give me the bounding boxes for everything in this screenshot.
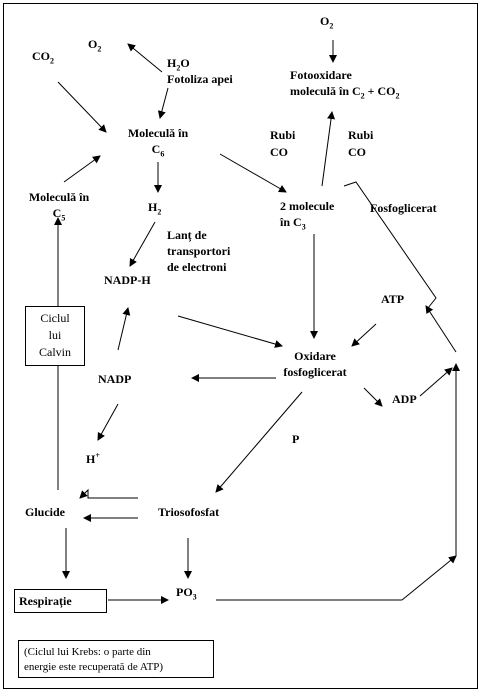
label-h2: H2 [148, 200, 162, 217]
arrow-nadp-to-nadph [117, 307, 131, 351]
label-fotooxidare-2: moleculă în C2 + CO2 [290, 84, 400, 101]
label-glucide: Glucide [25, 505, 66, 519]
label-respiratie: Respirație [19, 594, 72, 608]
label-oxidare-1: Oxidare [294, 349, 336, 363]
arrow-adp-to-loop [419, 367, 453, 397]
label-rubi1-1: Rubi [270, 128, 296, 142]
label-o2-top: O2 [320, 14, 334, 31]
arrow-oxidare-to-triosofosfat [215, 391, 303, 493]
ciclul-calvin-2: lui [48, 328, 62, 342]
arrow-fotoliza-to-c6 [157, 87, 169, 119]
arrow-oxidare-to-adp [363, 387, 383, 407]
label-molecula-c5-1: Moleculă în [28, 190, 90, 204]
arrow-loop-to-atp [425, 305, 457, 353]
label-rubi2-1: Rubi [348, 128, 374, 142]
arrow-h2-to-nadph [129, 221, 156, 267]
arrow-co2-to-c6 [57, 81, 107, 133]
diagram-frame [3, 3, 478, 689]
label-triosofosfat: Triosofosfat [158, 505, 220, 519]
ciclul-calvin-3: Calvin [39, 345, 71, 359]
krebs-note-1: (Ciclul lui Krebs: o parte din [24, 646, 151, 658]
ciclul-calvin-1: Ciclul [40, 311, 70, 325]
arrow-loop-up-1 [401, 555, 457, 601]
label-h-plus: H+ [86, 451, 100, 466]
label-rubi1-2: CO [270, 145, 288, 159]
label-doua-molecule-2: în C3 [280, 215, 306, 232]
label-adp: ADP [392, 392, 417, 406]
krebs-note-2: energie este recuperată de ATP) [24, 661, 164, 673]
label-p: P [292, 432, 300, 446]
label-atp: ATP [381, 292, 405, 306]
label-fosfoglicerat: Fosfoglicerat [370, 201, 437, 215]
label-co2: CO2 [32, 49, 54, 66]
label-lant-1: Lanț de [167, 228, 207, 242]
label-fotoliza: Fotoliza apei [167, 72, 233, 86]
arrow-h2o-to-o2 [127, 43, 163, 73]
arrow-c5-to-c6 [63, 155, 101, 183]
arrow-nadph-to-oxidare [177, 315, 283, 348]
label-h2o: H2O [167, 56, 190, 73]
label-molecula-c6-2: C6 [151, 142, 165, 159]
label-po3: PO3 [176, 585, 197, 602]
label-molecula-c6-1: Moleculă în [127, 126, 189, 140]
label-nadp: NADP [98, 372, 132, 386]
label-fotooxidare-1: Fotooxidare [290, 68, 352, 82]
label-lant-2: transportori [167, 244, 231, 258]
arrow-atp-to-oxidare [351, 323, 377, 347]
respiratie-box: Respirație [14, 589, 107, 613]
label-molecula-c5-2: C5 [52, 206, 66, 223]
arrow-triosofosfat-to-glucide-1 [79, 488, 138, 499]
label-oxidare-2: fosfoglicerat [283, 365, 347, 379]
arrow-nadp-to-hplus [97, 403, 119, 441]
label-lant-3: de electroni [167, 260, 227, 274]
arrow-c6-to-c3 [219, 153, 287, 193]
label-rubi2-2: CO [348, 145, 366, 159]
label-o2-left: O2 [88, 37, 102, 54]
label-nadph: NADP-H [104, 273, 151, 287]
arrow-c3-to-fotooxidare [321, 111, 336, 187]
ciclul-calvin-box: Ciclul lui Calvin [25, 306, 85, 366]
krebs-note-box: (Ciclul lui Krebs: o parte din energie e… [18, 640, 214, 678]
line-fosfoglicerat-to-atp [343, 181, 437, 309]
label-doua-molecule-1: 2 molecule [280, 199, 335, 213]
